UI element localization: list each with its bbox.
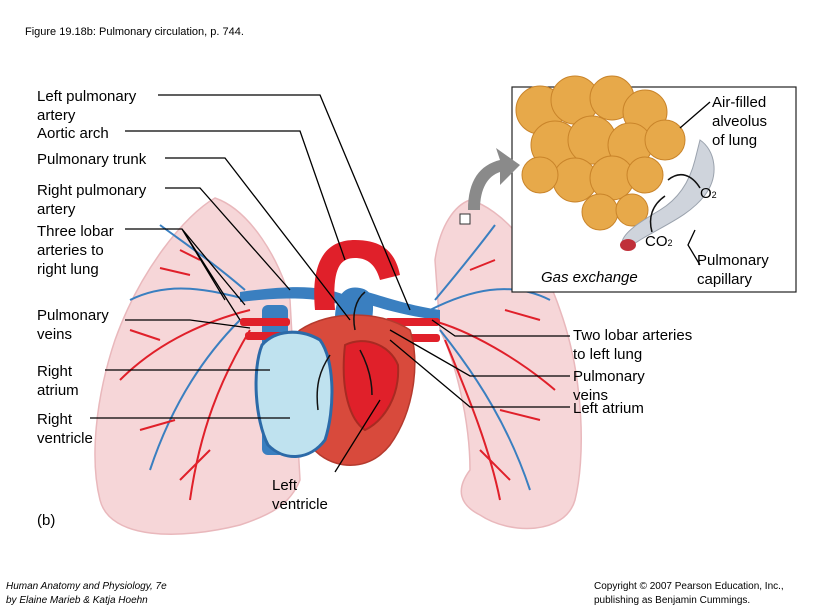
- label-left-atrium: Left atrium: [573, 400, 644, 417]
- label-right-atrium: Right atrium: [37, 363, 79, 399]
- alveolus-cluster: [515, 75, 686, 231]
- label-pulmonary-veins-right: Pulmonary veins: [573, 368, 645, 404]
- label-co2: CO2: [645, 233, 673, 250]
- label-two-lobar-arteries: Two lobar arteries to left lung: [573, 327, 693, 363]
- inset-source-marker: [459, 213, 471, 225]
- label-left-ventricle: Left ventricle: [272, 477, 328, 513]
- left-lung-vessels: [429, 224, 556, 501]
- label-pulmonary-capillary: Pulmonary capillary: [697, 252, 769, 288]
- label-aortic-arch: Aortic arch: [37, 125, 109, 142]
- left-pulmonary-artery-shape: [360, 290, 440, 320]
- label-right-ventricle: Right ventricle: [37, 411, 93, 447]
- right-heart-chambers: [254, 330, 334, 458]
- label-left-pulmonary-artery: Left pulmonary artery: [37, 88, 137, 124]
- label-right-pulmonary-artery: Right pulmonary artery: [37, 182, 147, 218]
- capillary-opening: [620, 239, 636, 251]
- inset-pointer-arrow: [468, 148, 520, 210]
- label-gas-exchange: Gas exchange: [541, 269, 638, 286]
- co2-arrow: [649, 195, 666, 233]
- book-credit: Human Anatomy and Physiology, 7e by Elai…: [6, 581, 167, 606]
- copyright-credit: Copyright © 2007 Pearson Education, Inc.…: [594, 581, 784, 606]
- label-o2: O2: [700, 185, 717, 202]
- label-three-lobar-arteries: Three lobar arteries to right lung: [37, 223, 114, 278]
- label-air-filled-alveolus: Air-filled alveolus of lung: [712, 94, 768, 149]
- blood-flow-arrows: [316, 291, 373, 411]
- label-pulmonary-trunk: Pulmonary trunk: [37, 151, 147, 168]
- aortic-arch-shape: [314, 240, 400, 310]
- figure-title: Figure 19.18b: Pulmonary circulation, p.…: [25, 26, 244, 38]
- panel-letter: (b): [37, 512, 56, 529]
- o2-arrow: [667, 173, 701, 189]
- label-pulmonary-veins-left: Pulmonary veins: [37, 307, 109, 343]
- leader-lines: [90, 94, 711, 473]
